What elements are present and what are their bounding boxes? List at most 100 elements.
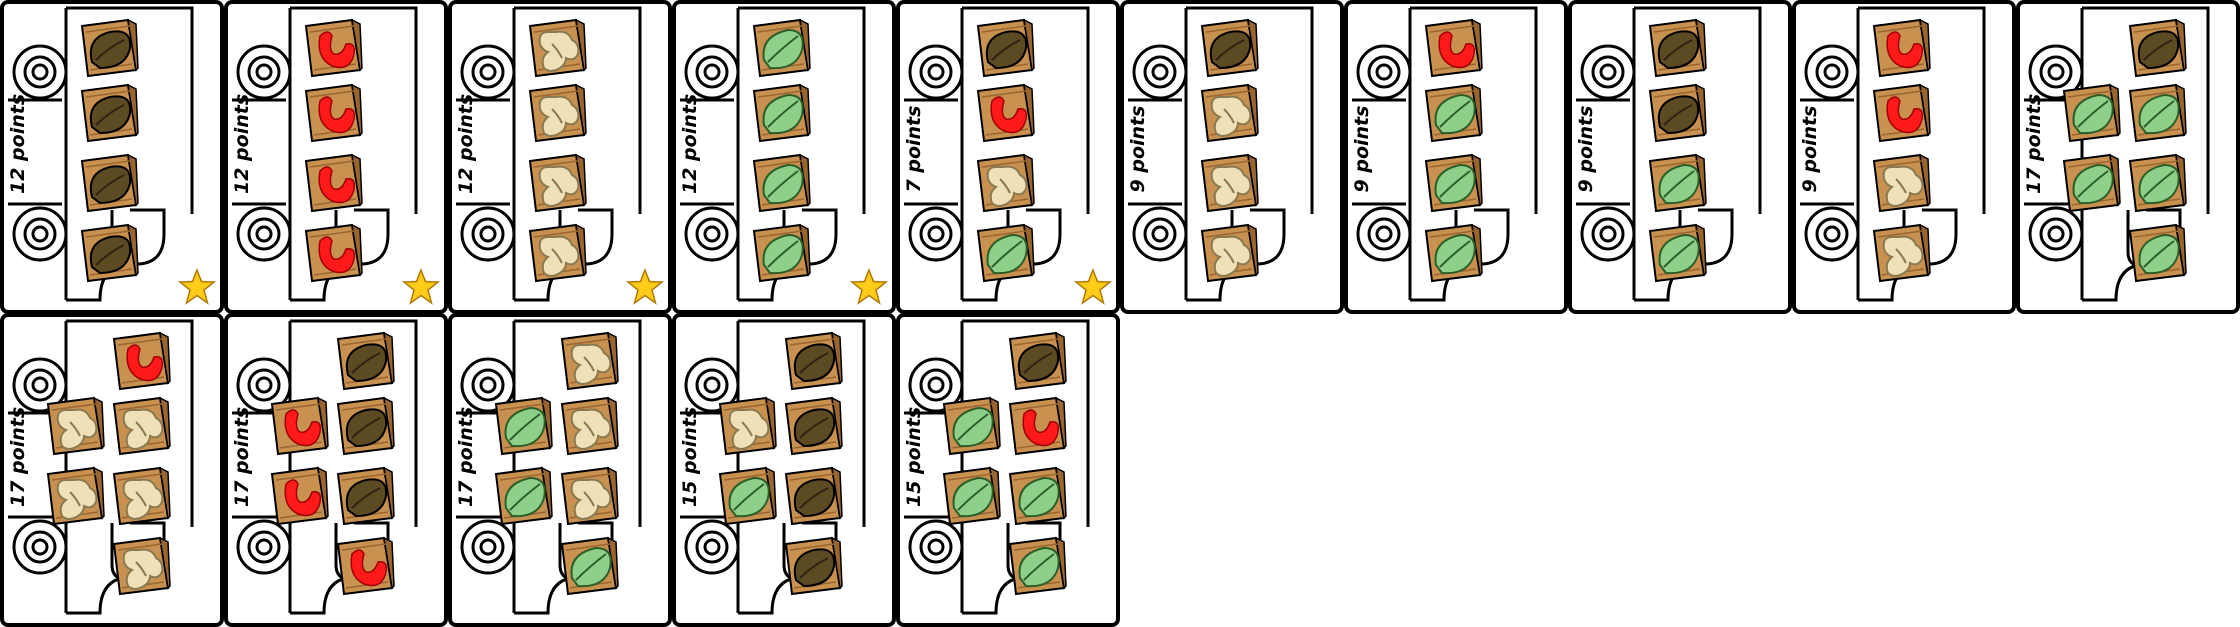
walnut-icon: [80, 153, 139, 213]
points-label: 9 points: [1351, 105, 1373, 193]
walnut-icon: [784, 331, 843, 391]
wheel-top: [908, 44, 964, 100]
truck-outline: [680, 6, 866, 302]
points-label: 17 points: [455, 406, 477, 507]
crate-walnut: [2126, 18, 2188, 80]
crate-peanut: [44, 466, 106, 528]
crate-peanut: [716, 396, 778, 458]
crate-peanut: [558, 466, 620, 528]
truck-outline: [904, 6, 1090, 302]
scoring-card[interactable]: 9 points: [1120, 0, 1344, 314]
scoring-card[interactable]: 15 points: [896, 313, 1120, 627]
crate-peanut: [1198, 223, 1260, 285]
crate-walnut: [78, 18, 140, 80]
crate-cashew: [334, 536, 396, 598]
crate-peanut: [1870, 223, 1932, 285]
crate-peanut: [110, 396, 172, 458]
peanut-icon: [1872, 153, 1931, 213]
scoring-card[interactable]: 9 points: [1344, 0, 1568, 314]
crate-pistachio: [1006, 536, 1068, 598]
scoring-card[interactable]: 17 points: [448, 313, 672, 627]
crate-pistachio: [716, 466, 778, 528]
crate-peanut: [526, 153, 588, 215]
truck-outline: [8, 6, 194, 302]
scoring-card[interactable]: 17 points: [224, 313, 448, 627]
cashew-icon: [1008, 396, 1067, 456]
walnut-icon: [1200, 18, 1259, 78]
wheel-bottom: [1132, 206, 1188, 262]
wheel-bottom: [12, 519, 68, 575]
wheel-top: [908, 357, 964, 413]
walnut-icon: [976, 18, 1035, 78]
walnut-icon: [80, 18, 139, 78]
scoring-card[interactable]: 12 points: [448, 0, 672, 314]
crate-cashew: [1870, 18, 1932, 80]
wheel-bottom: [236, 519, 292, 575]
wheel-bottom: [908, 206, 964, 262]
star-icon: [626, 268, 664, 306]
peanut-icon: [528, 223, 587, 283]
cashew-icon: [112, 331, 171, 391]
peanut-icon: [1200, 223, 1259, 283]
pistachio-icon: [2128, 223, 2187, 283]
scoring-card[interactable]: 12 points: [224, 0, 448, 314]
wheel-bottom: [908, 519, 964, 575]
crate-peanut: [44, 396, 106, 458]
points-label: 12 points: [679, 93, 701, 194]
crate-peanut: [526, 223, 588, 285]
cashew-icon: [336, 536, 395, 596]
wheel-bottom: [1356, 206, 1412, 262]
crate-peanut: [974, 153, 1036, 215]
crate-pistachio: [750, 223, 812, 285]
pistachio-icon: [976, 223, 1035, 283]
scoring-card[interactable]: 15 points: [672, 313, 896, 627]
crate-cashew: [110, 331, 172, 393]
walnut-icon: [1648, 18, 1707, 78]
crate-walnut: [78, 223, 140, 285]
wheel-top: [236, 357, 292, 413]
pistachio-icon: [752, 18, 811, 78]
peanut-icon: [528, 18, 587, 78]
crate-peanut: [558, 331, 620, 393]
crate-pistachio: [1646, 223, 1708, 285]
wheel-top: [1132, 44, 1188, 100]
scoring-card[interactable]: 9 points: [1792, 0, 2016, 314]
crate-cashew: [974, 83, 1036, 145]
crate-pistachio: [1422, 223, 1484, 285]
wheel-bottom: [12, 206, 68, 262]
crate-pistachio: [974, 223, 1036, 285]
scoring-card[interactable]: 9 points: [1568, 0, 1792, 314]
crate-cashew: [268, 466, 330, 528]
cashew-icon: [270, 396, 329, 456]
star-icon: [402, 268, 440, 306]
peanut-icon: [528, 83, 587, 143]
crate-walnut: [1198, 18, 1260, 80]
peanut-icon: [1200, 153, 1259, 213]
crate-cashew: [1422, 18, 1484, 80]
scoring-card[interactable]: 7 points: [896, 0, 1120, 314]
cashew-icon: [270, 466, 329, 526]
crate-peanut: [1870, 153, 1932, 215]
crate-peanut: [110, 536, 172, 598]
peanut-icon: [112, 396, 171, 456]
scoring-card[interactable]: 17 points: [0, 313, 224, 627]
pistachio-icon: [1648, 223, 1707, 283]
crate-cashew: [1870, 83, 1932, 145]
crate-pistachio: [1646, 153, 1708, 215]
points-label: 7 points: [903, 105, 925, 193]
walnut-icon: [2128, 18, 2187, 78]
pistachio-icon: [2062, 83, 2121, 143]
wheel-top: [12, 357, 68, 413]
crate-peanut: [1198, 153, 1260, 215]
wheel-top: [1356, 44, 1412, 100]
points-label: 9 points: [1127, 105, 1149, 193]
walnut-icon: [336, 396, 395, 456]
scoring-card[interactable]: 12 points: [0, 0, 224, 314]
crate-walnut: [782, 396, 844, 458]
wheel-bottom: [2028, 206, 2084, 262]
wheel-bottom: [1804, 206, 1860, 262]
peanut-icon: [112, 536, 171, 596]
scoring-card[interactable]: 17 points: [2016, 0, 2240, 314]
scoring-card[interactable]: 12 points: [672, 0, 896, 314]
